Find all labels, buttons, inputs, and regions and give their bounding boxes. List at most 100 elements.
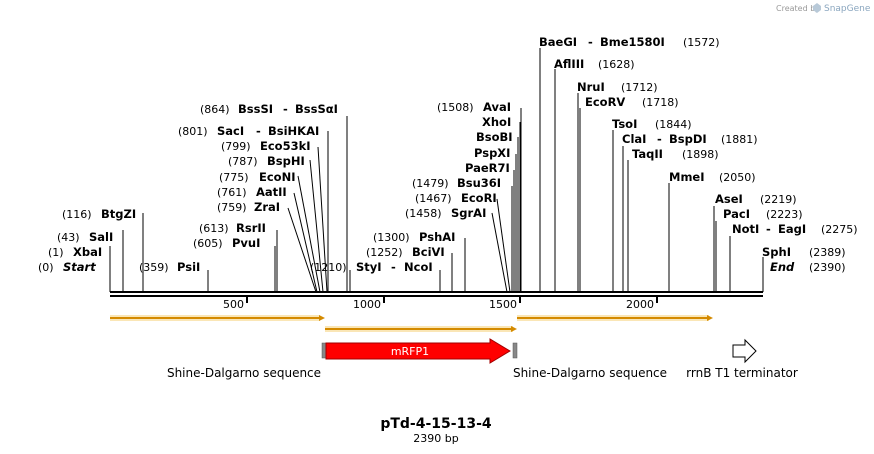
site-name-2: EagI xyxy=(778,222,806,236)
sequence-backbone xyxy=(110,291,763,297)
site-name: PvuI xyxy=(232,236,260,250)
feature-label-sd-2: Shine-Dalgarno sequence xyxy=(513,366,667,380)
site-name: AvaI xyxy=(483,100,511,114)
site-name-2: Bme1580I xyxy=(600,35,665,49)
site-name: BsoBI xyxy=(476,130,513,144)
site-pos: (1) xyxy=(48,246,64,259)
site-separator: - xyxy=(766,222,771,236)
site-name: PacI xyxy=(723,207,750,221)
site-name: ZraI xyxy=(254,200,280,214)
site-name-2: BsiHKAI xyxy=(268,124,319,138)
watermark-created-by: Created by xyxy=(776,4,820,13)
tick-label: 1000 xyxy=(353,298,381,311)
map-title: pTd-4-15-13-4 xyxy=(380,416,492,432)
feature-label-sd-1: Shine-Dalgarno sequence xyxy=(167,366,321,380)
site-name: SphI xyxy=(762,245,791,259)
site-pos: (605) xyxy=(193,237,223,250)
restriction-site-labels: (0) Start (1) XbaI (43) SalI (116) BtgZI… xyxy=(38,35,858,274)
site-name: AatII xyxy=(256,185,287,199)
terminator-arrow-icon xyxy=(732,338,757,364)
gene-label: mRFP1 xyxy=(391,345,429,358)
feature-arrow-3 xyxy=(517,315,713,321)
site-name: Start xyxy=(63,260,96,274)
site-pos: (787) xyxy=(228,155,258,168)
leader-bsphi xyxy=(309,159,324,293)
site-name: EcoRI xyxy=(461,191,497,205)
site-pos: (864) xyxy=(200,103,230,116)
site-separator: - xyxy=(657,132,662,146)
site-pos: (0) xyxy=(38,261,54,274)
leader-zrai xyxy=(287,207,317,293)
site-name: AflIII xyxy=(554,57,584,71)
gene-arrow xyxy=(325,338,511,364)
site-pos: (801) xyxy=(178,125,208,138)
site-name: BspHI xyxy=(267,154,305,168)
site-pos: (359) xyxy=(139,261,169,274)
feature-arrows xyxy=(110,315,713,332)
site-name: SacI xyxy=(217,124,244,138)
ruler: 500 1000 1500 2000 xyxy=(223,297,658,311)
site-pos: (1300) xyxy=(373,231,410,244)
site-pos: (2390) xyxy=(809,261,846,274)
site-name: EcoNI xyxy=(259,170,295,184)
snapgene-logo-icon xyxy=(813,3,821,13)
site-name: RsrII xyxy=(236,221,266,235)
site-name: SgrAI xyxy=(451,206,486,220)
leader-eco53ki xyxy=(317,146,328,293)
feature-label-terminator: rrnB T1 terminator xyxy=(686,366,798,380)
site-name: AseI xyxy=(715,192,743,206)
leader-ecori xyxy=(496,198,511,293)
site-pos: (1628) xyxy=(598,58,635,71)
site-name: StyI xyxy=(356,260,382,274)
leader-econi xyxy=(297,175,321,293)
site-pos: (43) xyxy=(57,231,80,244)
feature-arrow-1 xyxy=(110,315,325,321)
site-pos: (1898) xyxy=(682,148,719,161)
site-name: MmeI xyxy=(669,170,705,184)
tick-label: 1500 xyxy=(489,298,517,311)
site-name-2: BspDI xyxy=(669,132,707,146)
leader-aatii xyxy=(293,192,318,293)
site-name: BciVI xyxy=(412,245,445,259)
site-name: BaeGI xyxy=(539,35,577,49)
map-length: 2390 bp xyxy=(413,432,458,445)
site-separator: - xyxy=(588,35,593,49)
site-name: BssSI xyxy=(238,102,273,116)
site-name: PaeR7I xyxy=(465,161,510,175)
site-pos: (2389) xyxy=(809,246,846,259)
site-pos: (1252) xyxy=(366,246,403,259)
site-name: PspXI xyxy=(474,146,510,160)
site-pos: (2219) xyxy=(760,193,797,206)
watermark-brand: SnapGene xyxy=(824,4,871,14)
site-name: Eco53kI xyxy=(260,139,311,153)
site-pos: (1508) xyxy=(437,101,474,114)
site-pos: (759) xyxy=(217,201,247,214)
site-pos: (1881) xyxy=(721,133,758,146)
site-pos: (1458) xyxy=(405,207,442,220)
tick-label: 2000 xyxy=(626,298,654,311)
rbs-marker-left xyxy=(321,342,327,359)
site-pos: (1479) xyxy=(412,177,449,190)
gene-mrfp1: mRFP1 xyxy=(321,338,518,364)
site-pos: (2050) xyxy=(719,171,756,184)
site-pos: (1718) xyxy=(642,96,679,109)
site-pos: (613) xyxy=(199,222,229,235)
site-name: NruI xyxy=(577,80,605,94)
site-name: ClaI xyxy=(622,132,646,146)
leader-sgrai xyxy=(491,212,508,293)
site-separator: - xyxy=(391,260,396,274)
site-pos: (2275) xyxy=(821,223,858,236)
site-name-2: BssSαI xyxy=(295,102,338,116)
site-name: BtgZI xyxy=(101,207,136,221)
site-leader-lines xyxy=(109,48,764,293)
site-name: XbaI xyxy=(73,245,102,259)
site-name: PshAI xyxy=(419,230,455,244)
site-pos: (1467) xyxy=(415,192,452,205)
site-pos: (775) xyxy=(219,171,249,184)
site-pos: (1712) xyxy=(621,81,658,94)
rbs-marker-right xyxy=(512,342,518,359)
site-separator: - xyxy=(256,124,261,138)
site-pos: (1210) xyxy=(310,261,347,274)
site-name: NotI xyxy=(732,222,759,236)
